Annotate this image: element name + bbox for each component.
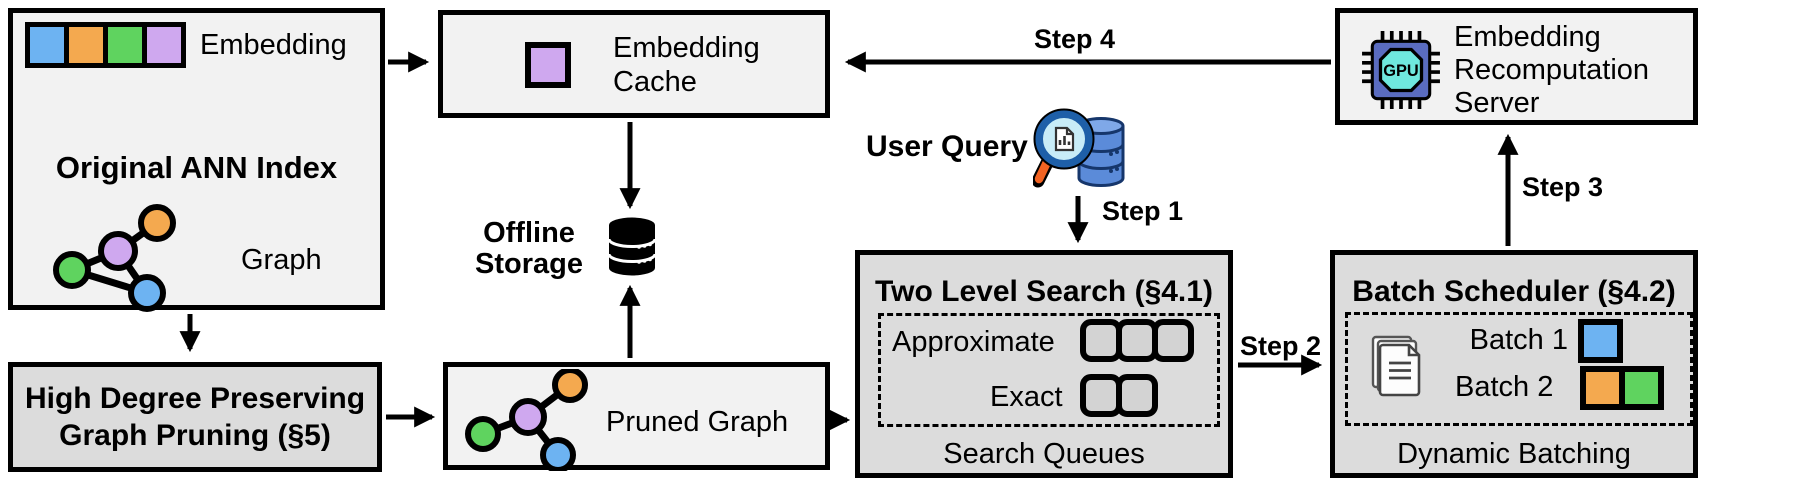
embedding-cell-orange-icon (64, 22, 108, 68)
dynamic-batching-caption: Dynamic Batching (1397, 438, 1631, 470)
user-query-magnifier-icon (1033, 108, 1125, 188)
batch-scheduler-title: Batch Scheduler (§4.2) (1352, 275, 1676, 308)
embedding-cell-blue-icon (25, 22, 69, 68)
ann-index-title: Original ANN Index (55, 150, 338, 185)
ann-graph-label: Graph (241, 244, 322, 276)
queue-slot-icon (1152, 319, 1194, 362)
graph-pruning-box: High Degree Preserving Graph Pruning (§5… (8, 362, 382, 472)
cached-embedding-cell-icon (525, 42, 571, 88)
gpu-chip-label: GPU (1383, 62, 1419, 80)
recomputation-server-label: Embedding Recomputation Server (1454, 21, 1650, 119)
dynamic-batching-dashed-region (1345, 312, 1693, 426)
step1-label: Step 1 (1102, 196, 1184, 226)
approximate-label: Approximate (892, 326, 1055, 358)
user-query-label: User Query (866, 130, 1028, 163)
batch2-cell-green-icon (1619, 366, 1664, 410)
pruned-graph-label: Pruned Graph (606, 406, 789, 438)
two-level-search-title: Two Level Search (§4.1) (875, 275, 1213, 308)
embedding-cell-purple-icon (142, 22, 186, 68)
step3-label: Step 3 (1522, 172, 1604, 202)
pruned-graph-icon (465, 369, 588, 471)
gpu-chip-icon: GPU (1362, 31, 1440, 109)
embedding-label: Embedding (200, 29, 347, 61)
search-queues-caption: Search Queues (943, 438, 1145, 470)
queue-slot-icon (1116, 374, 1158, 417)
step4-label: Step 4 (1034, 24, 1116, 54)
original-ann-index-box: Embedding Original ANN Index Graph (8, 8, 385, 312)
exact-label: Exact (990, 381, 1063, 413)
approximate-queue-icon (1080, 319, 1194, 362)
batch2-cells (1580, 366, 1664, 410)
batch1-cell-blue-icon (1578, 319, 1623, 363)
ann-graph-icon (53, 204, 176, 312)
embedding-vector-icon: Embedding (25, 22, 347, 68)
offline-storage-db-icon (607, 217, 657, 276)
two-level-search-box: Two Level Search (§4.1) Approximate Exac… (855, 250, 1233, 478)
embedding-cache-box: Embedding Cache (438, 10, 830, 118)
embedding-cell-green-icon (103, 22, 147, 68)
batch-scheduler-box: Batch Scheduler (§4.2) Batch 1 Batch 2 D… (1330, 250, 1698, 478)
exact-queue-icon (1080, 374, 1158, 417)
search-queues-dashed-region (878, 313, 1220, 427)
embedding-cache-label: Embedding Cache (613, 32, 760, 98)
offline-storage-label: Offline Storage (475, 217, 583, 280)
recomputation-server-box: GPU Embedding Recomputation Server (1335, 8, 1698, 125)
batch2-label: Batch 2 (1455, 371, 1554, 403)
step2-label: Step 2 (1240, 331, 1322, 361)
batch1-label: Batch 1 (1469, 324, 1568, 356)
graph-pruning-label: High Degree Preserving Graph Pruning (§5… (24, 382, 366, 452)
pruned-graph-box: Pruned Graph (443, 362, 830, 471)
documents-icon (1371, 335, 1421, 397)
